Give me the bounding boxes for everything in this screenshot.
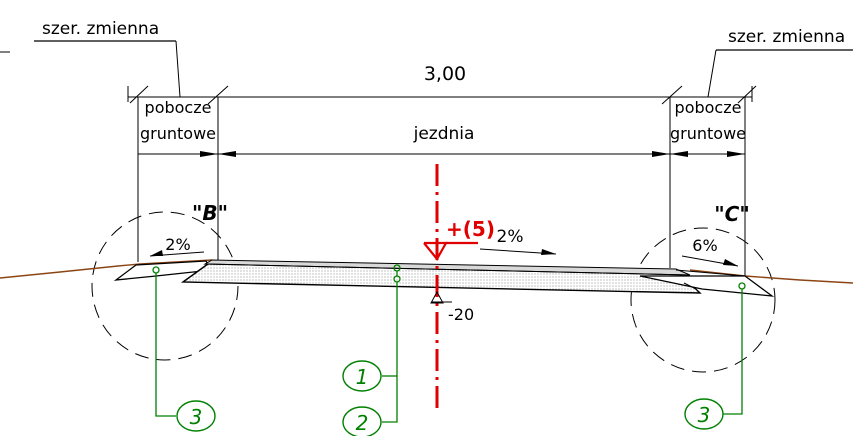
pavement-structure	[113, 259, 775, 297]
callout-3-left-text: 3	[190, 405, 203, 429]
elevation-text: -20	[448, 305, 474, 324]
slope-left-text: 2%	[165, 235, 190, 254]
callout-3-right-text: 3	[698, 403, 711, 427]
elevation-marker: -20	[430, 290, 474, 324]
shoulder-left-line1: pobocze	[145, 98, 212, 117]
detail-circle-c: "C"	[630, 202, 776, 373]
shoulder-label-right: pobocze gruntowe	[670, 98, 746, 143]
width-variable-text-left: szer. zmienna	[42, 19, 159, 39]
slope-right-text: 6%	[692, 236, 717, 255]
slope-right-shoulder: 6%	[681, 236, 739, 267]
callout-2-text: 2	[356, 411, 369, 435]
dimension-total: 3,00	[127, 63, 757, 105]
shoulder-right-line1: pobocze	[675, 98, 742, 117]
detail-c-text: "C"	[714, 202, 750, 226]
detail-b-text: "B"	[192, 201, 228, 225]
shoulder-label-left: pobocze gruntowe	[140, 98, 216, 143]
shoulder-right-line2: gruntowe	[670, 124, 746, 143]
callout-2: 2	[342, 406, 382, 436]
callout-leaders	[152, 264, 746, 423]
level-marker: +(5)	[423, 217, 495, 261]
slope-roadway: 2%	[479, 227, 557, 255]
dimension-roadway: jezdnia	[138, 124, 745, 157]
width-variable-label-right: szer. zmienna	[707, 27, 853, 98]
detail-circle-b: "B"	[91, 201, 239, 361]
callout-3-right: 3	[684, 398, 724, 430]
width-variable-label-left: szer. zmienna	[0, 19, 181, 98]
callout-1: 1	[342, 360, 382, 392]
roadway-text: jezdnia	[413, 124, 475, 144]
dimension-total-text: 3,00	[424, 63, 466, 85]
slope-left-shoulder: 2%	[149, 235, 205, 257]
level-mark-text: +(5)	[446, 217, 495, 241]
shoulder-left-line2: gruntowe	[140, 124, 216, 143]
width-variable-text-right: szer. zmienna	[728, 27, 845, 47]
callout-1-text: 1	[356, 365, 369, 389]
terrain-line	[0, 259, 853, 284]
slope-roadway-text: 2%	[497, 227, 524, 247]
callout-3-left: 3	[176, 400, 216, 432]
